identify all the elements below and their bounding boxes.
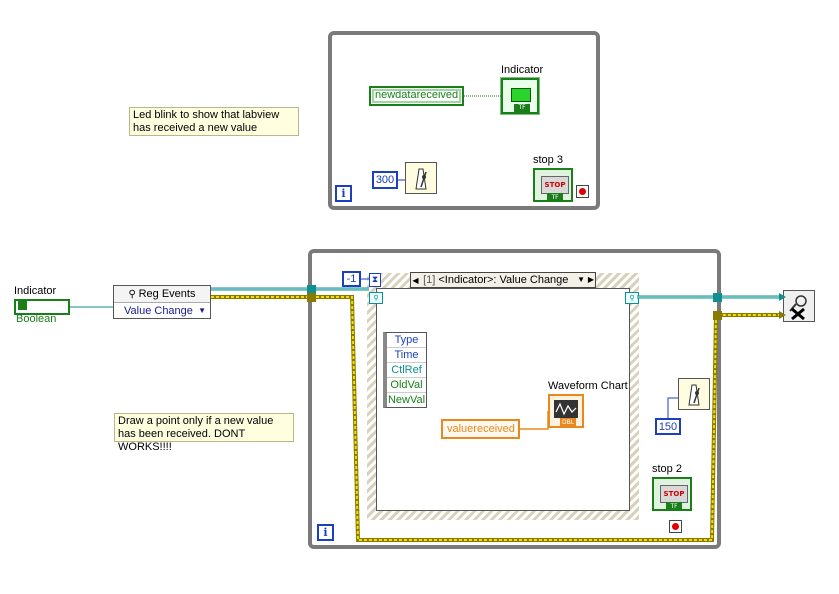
waveform-chart-terminal[interactable]: DBL [548,394,584,428]
timeout-constant[interactable]: -1 [342,271,361,287]
indicator-ref-type: Boolean [16,313,57,325]
waveform-chart-label: Waveform Chart [548,380,628,392]
led-icon [511,88,531,102]
chevron-down-icon: ▼ [198,306,206,315]
metronome-icon[interactable] [678,378,710,410]
stop-3-type-badge: TF [547,193,563,202]
reg-events-item-label: Value Change [124,305,193,317]
stop-2-terminal[interactable]: STOP TF [652,477,692,511]
event-data-time: Time [387,348,426,363]
comment-draw-point[interactable]: Draw a point only if a new value has bee… [114,413,294,453]
unregister-glyph [789,295,807,321]
chart-icon [554,400,578,418]
bottom-loop-iteration-terminal: i [317,524,334,541]
top-loop-iteration-terminal: i [335,185,352,202]
wait-150-constant[interactable]: 150 [655,418,681,435]
valuereceived-constant[interactable]: valuereceived [441,419,520,439]
reg-events-item[interactable]: Value Change ▼ [114,303,210,319]
indicator-ref-label: Indicator [14,285,57,297]
top-while-loop[interactable] [328,31,600,210]
selector-next-icon[interactable]: ▶ [587,275,594,284]
top-loop-stop-condition-icon[interactable] [576,185,589,198]
error-tunnel-left [307,293,316,302]
reg-events-icon: ⚲ [128,289,139,300]
numeric-wire-bottom [667,397,678,418]
selector-prev-icon[interactable]: ◀ [412,276,419,285]
event-case-index: [1] [423,274,436,286]
chevron-down-icon: ▼ [577,275,585,284]
bottom-while-loop[interactable] [308,249,721,549]
chart-type-badge: DBL [560,418,576,427]
error-tunnel-right [713,311,722,320]
event-data-node[interactable]: Type Time CtlRef OldVal NewVal [383,332,427,408]
event-case-text: <Indicator>: Value Change [438,274,569,286]
reg-events-header: ⚲ Reg Events [114,286,210,303]
metronome-glyph [415,168,427,190]
comment-led-blink[interactable]: Led blink to show that labview has recei… [129,107,299,136]
hourglass-icon: ⧗ [369,273,381,287]
indicator-type-badge: TF [514,104,530,112]
waveform-glyph [555,402,577,416]
unregister-events-icon[interactable] [783,290,815,322]
indicator-ref-terminal[interactable]: Boolean [14,299,70,325]
event-data-oldval: OldVal [387,378,426,393]
bottom-loop-stop-condition-icon[interactable] [669,520,682,533]
reference-arrow-icon [18,301,27,310]
reg-events-title: Reg Events [138,288,196,300]
stop-3-label: stop 3 [533,154,563,166]
dynamic-event-in-terminal: ⚲ [369,292,383,304]
register-events-node[interactable]: ⚲ Reg Events Value Change ▼ [113,285,211,319]
stop-2-label: stop 2 [652,463,682,475]
event-data-type: Type [387,333,426,348]
stop-2-type-badge: TF [666,502,682,511]
event-data-newval: NewVal [387,394,426,406]
metronome-icon[interactable] [405,162,437,194]
double-wire [520,411,549,430]
metronome-glyph [688,384,700,406]
event-data-ctlref: CtlRef [387,363,426,378]
event-reg-tunnel-left [307,285,316,294]
indicator-label: Indicator [501,64,544,76]
stop-3-terminal[interactable]: STOP TF [533,168,573,202]
wait-300-constant[interactable]: 300 [372,171,398,189]
error-cluster-wire [211,295,783,542]
event-reg-tunnel-right [713,293,722,302]
event-case-selector[interactable]: ◀ [1] <Indicator>: Value Change ▼ ▶ [410,272,596,288]
newdatareceived-constant[interactable]: newdatareceived [369,86,464,106]
